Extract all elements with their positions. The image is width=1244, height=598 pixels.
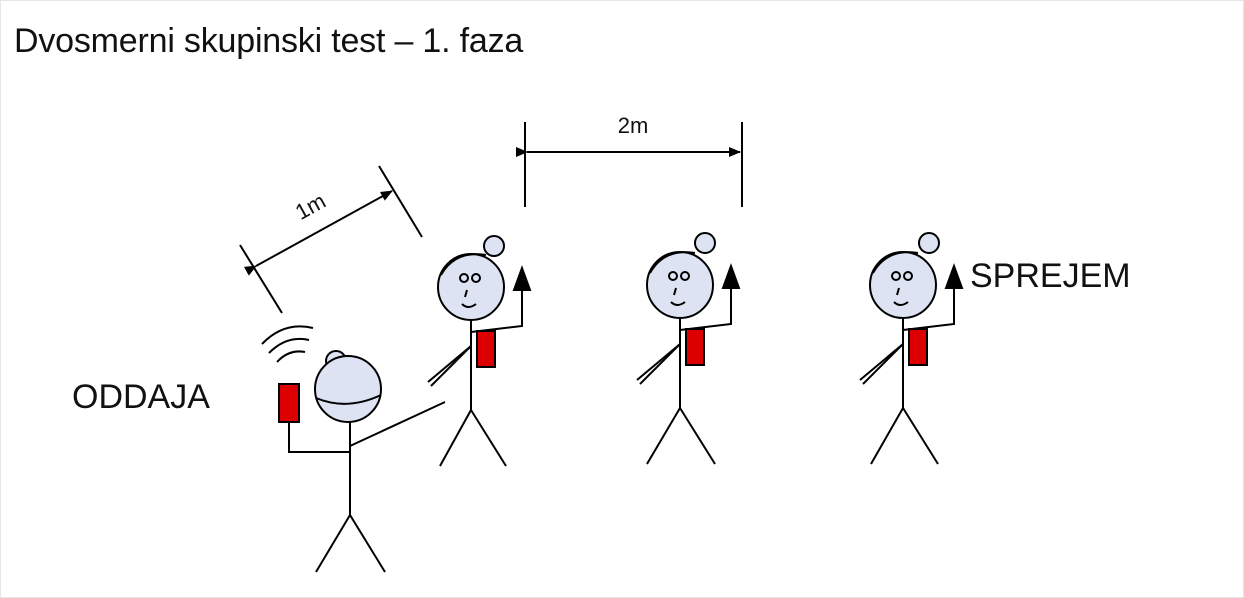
dimension-1m-text: 1m <box>291 188 330 225</box>
receiver-figure-1 <box>427 235 532 467</box>
dimension-2m: 2m <box>516 113 743 207</box>
receiver-figure-2 <box>636 232 741 465</box>
radio-receiver-icon <box>685 328 705 366</box>
receiver-label: SPREJEM <box>970 257 1131 295</box>
signal-waves-icon <box>261 325 314 363</box>
receiver-figure-3 <box>859 232 964 465</box>
dimension-2m-text: 2m <box>618 113 649 138</box>
transmitter-figure <box>261 325 446 573</box>
dimension-1m: 1m <box>239 165 423 314</box>
radio-receiver-icon <box>476 330 496 368</box>
radio-transmitter-icon <box>278 383 300 423</box>
diagram-title: Dvosmerni skupinski test – 1. faza <box>14 22 524 60</box>
transmitter-label: ODDAJA <box>72 378 210 416</box>
radio-receiver-icon <box>908 328 928 366</box>
